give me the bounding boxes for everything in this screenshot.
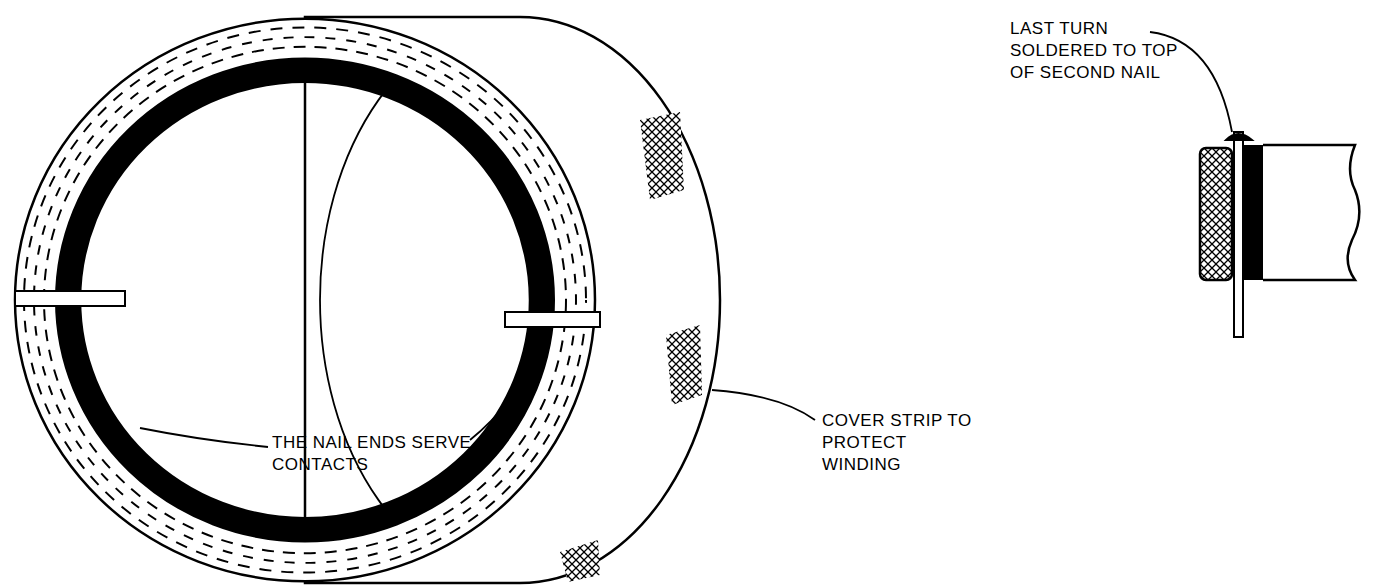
form-section xyxy=(1263,145,1359,280)
solder-joint xyxy=(1226,134,1252,140)
nail xyxy=(15,291,125,306)
winding-patch xyxy=(560,540,600,582)
form-wall xyxy=(1243,145,1263,280)
nail xyxy=(505,312,600,327)
nail xyxy=(1234,132,1243,337)
winding-patch xyxy=(666,325,702,405)
leader-line xyxy=(712,390,815,420)
callout-label: LAST TURN SOLDERED TO TOP OF SECOND NAIL xyxy=(1010,18,1185,84)
leader-line xyxy=(140,428,268,447)
front-ring xyxy=(15,19,595,582)
winding-patch xyxy=(640,112,684,200)
callout-label: THE NAIL ENDS SERVE AS CONTACTS xyxy=(272,432,522,476)
winding-section xyxy=(1200,148,1232,280)
callout-label: COVER STRIP TO PROTECT WINDING xyxy=(822,410,972,476)
leader-line xyxy=(470,332,548,440)
